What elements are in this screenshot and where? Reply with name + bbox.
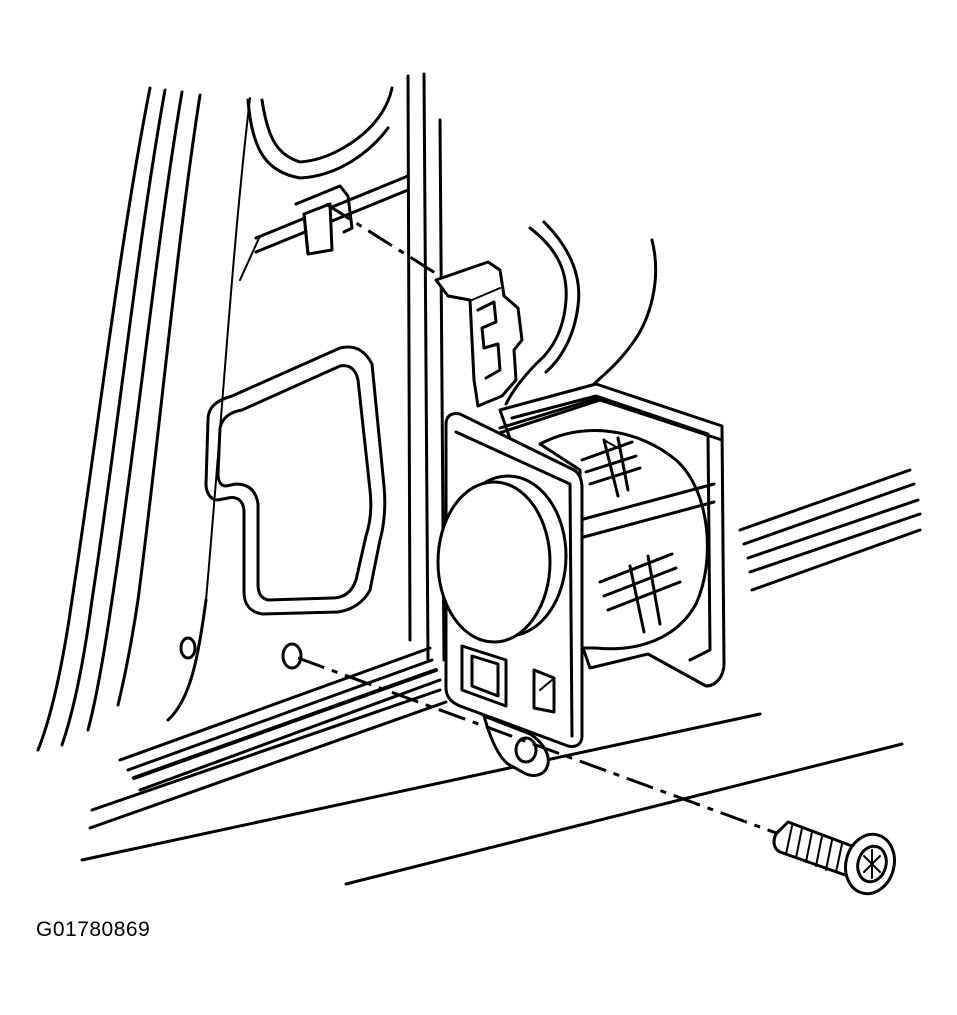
speaker-bracket bbox=[436, 382, 726, 778]
pillar-hole-icon bbox=[179, 636, 197, 660]
clip-alignment-line bbox=[325, 202, 441, 278]
floor-rails bbox=[738, 468, 922, 592]
screw-icon bbox=[772, 820, 896, 896]
screw-alignment-line bbox=[297, 656, 791, 840]
screw-hole-icon bbox=[281, 642, 303, 670]
panel-access-opening bbox=[204, 345, 387, 616]
door-sill bbox=[80, 646, 904, 886]
door-pillar bbox=[36, 86, 251, 752]
harness-connector bbox=[434, 260, 524, 408]
figure-code: G01780869 bbox=[36, 918, 151, 941]
wiring-harness bbox=[504, 220, 658, 406]
upper-clip-slot bbox=[294, 184, 354, 256]
